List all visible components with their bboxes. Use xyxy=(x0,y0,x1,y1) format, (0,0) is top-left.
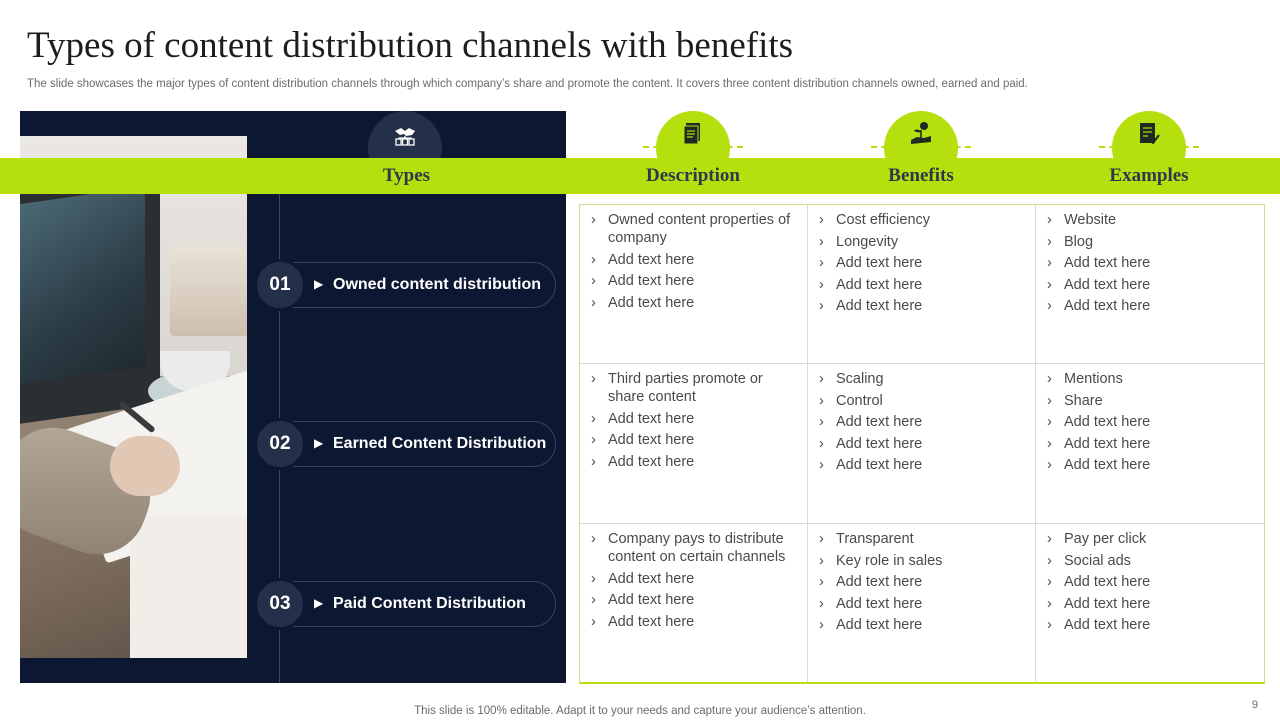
list-item: Control xyxy=(818,392,1027,410)
list-item: Add text here xyxy=(1046,456,1256,474)
type-number: 03 xyxy=(254,578,306,630)
list-item: Add text here xyxy=(818,616,1027,634)
cell-examples-owned: Website Blog Add text here Add text here… xyxy=(1036,205,1264,364)
list-item: Add text here xyxy=(590,570,799,588)
list-item: Blog xyxy=(1046,233,1256,251)
list-item: Add text here xyxy=(818,413,1027,431)
list-item: Add text here xyxy=(590,613,799,631)
list-item: Add text here xyxy=(590,272,799,290)
cell-benefits-earned: Scaling Control Add text here Add text h… xyxy=(808,364,1036,524)
cell-benefits-paid: Transparent Key role in sales Add text h… xyxy=(808,524,1036,682)
list-item: Website xyxy=(1046,211,1256,229)
list-item: Add text here xyxy=(818,254,1027,272)
chevron-right-icon: ▶ xyxy=(314,277,324,291)
list-item: Owned content properties of company xyxy=(590,211,799,247)
list-item: Third parties promote or share content xyxy=(590,370,799,406)
list-item: Key role in sales xyxy=(818,552,1027,570)
list-item: Add text here xyxy=(590,591,799,609)
list-item: Social ads xyxy=(1046,552,1256,570)
header-benefits: Benefits xyxy=(888,165,954,186)
type-label: Owned content distribution xyxy=(333,276,541,293)
list-item: Add text here xyxy=(1046,595,1256,613)
list-item: Cost efficiency xyxy=(818,211,1027,229)
list-item: Add text here xyxy=(818,297,1027,315)
list-item: Add text here xyxy=(590,410,799,428)
list-item: Add text here xyxy=(818,276,1027,294)
list-item: Add text here xyxy=(1046,413,1256,431)
cell-description-earned: Third parties promote or share content A… xyxy=(580,364,808,524)
cell-examples-earned: Mentions Share Add text here Add text he… xyxy=(1036,364,1264,524)
list-item: Add text here xyxy=(818,435,1027,453)
checklist-icon xyxy=(1112,111,1186,158)
documents-icon xyxy=(656,111,730,158)
header-band xyxy=(0,158,1280,194)
page-number: 9 xyxy=(1251,699,1258,711)
chevron-right-icon: ▶ xyxy=(314,596,324,610)
list-item: Add text here xyxy=(1046,435,1256,453)
slide-subtitle: The slide showcases the major types of c… xyxy=(27,78,1028,90)
content-grid: Owned content properties of company Add … xyxy=(579,204,1265,684)
type-number: 01 xyxy=(254,259,306,311)
list-item: Add text here xyxy=(818,573,1027,591)
list-item: Pay per click xyxy=(1046,530,1256,548)
list-item: Add text here xyxy=(1046,616,1256,634)
list-item: Company pays to distribute content on ce… xyxy=(590,530,799,566)
type-label: Paid Content Distribution xyxy=(333,595,526,612)
header-types: Types xyxy=(382,165,431,186)
list-item: Add text here xyxy=(590,453,799,471)
list-item: Add text here xyxy=(590,251,799,269)
list-item: Add text here xyxy=(818,595,1027,613)
handshake-icon xyxy=(368,111,442,158)
list-item: Add text here xyxy=(818,456,1027,474)
type-number: 02 xyxy=(254,418,306,470)
cell-description-owned: Owned content properties of company Add … xyxy=(580,205,808,364)
slide-footer: This slide is 100% editable. Adapt it to… xyxy=(414,705,866,717)
cell-benefits-owned: Cost efficiency Longevity Add text here … xyxy=(808,205,1036,364)
type-item-paid: 03 ▶ Paid Content Distribution xyxy=(254,578,556,630)
type-item-owned: 01 ▶ Owned content distribution xyxy=(254,259,556,311)
list-item: Add text here xyxy=(590,294,799,312)
list-item: Add text here xyxy=(1046,297,1256,315)
chevron-right-icon: ▶ xyxy=(314,436,324,450)
workspace-photo xyxy=(20,136,247,658)
list-item: Scaling xyxy=(818,370,1027,388)
header-examples: Examples xyxy=(1109,165,1189,186)
plant-money-icon xyxy=(884,111,958,158)
cell-description-paid: Company pays to distribute content on ce… xyxy=(580,524,808,682)
list-item: Longevity xyxy=(818,233,1027,251)
list-item: Mentions xyxy=(1046,370,1256,388)
type-item-earned: 02 ▶ Earned Content Distribution xyxy=(254,418,556,470)
list-item: Add text here xyxy=(1046,573,1256,591)
list-item: Add text here xyxy=(590,431,799,449)
types-header-band xyxy=(247,158,566,194)
header-description: Description xyxy=(646,165,740,186)
slide-title: Types of content distribution channels w… xyxy=(27,25,794,66)
list-item: Share xyxy=(1046,392,1256,410)
cell-examples-paid: Pay per click Social ads Add text here A… xyxy=(1036,524,1264,682)
list-item: Add text here xyxy=(1046,276,1256,294)
type-label: Earned Content Distribution xyxy=(333,435,547,452)
list-item: Add text here xyxy=(1046,254,1256,272)
list-item: Transparent xyxy=(818,530,1027,548)
